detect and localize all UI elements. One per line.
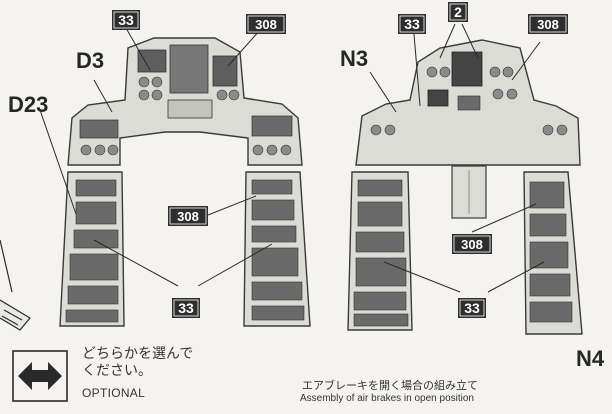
optional-text-jp: どちらかを選んで ください。: [82, 346, 193, 380]
d3-instrument-panel: [67, 37, 303, 166]
callout-308-middle-right: 308: [452, 234, 492, 254]
svg-text:308: 308: [461, 237, 483, 252]
n3-center-pedestal: [451, 165, 487, 219]
svg-text:308: 308: [177, 209, 199, 224]
leader-lines: [39, 23, 545, 293]
d23-right-console: [243, 171, 311, 327]
svg-text:33: 33: [118, 12, 134, 28]
airbrake-title-jp: エアブレーキを開く場合の組み立て: [302, 379, 478, 392]
svg-text:308: 308: [255, 17, 277, 32]
airbrake-title-en: Assembly of air brakes in open position: [300, 393, 474, 404]
d3-label: D3: [76, 48, 104, 73]
callout-33-bottom-left: 33: [172, 298, 200, 318]
optional-text-jp-line1: どちらかを選んで: [82, 346, 194, 362]
n3-instrument-panel: [355, 39, 581, 166]
optional-text-jp-line2: ください。: [82, 363, 152, 379]
svg-text:308: 308: [537, 17, 559, 32]
callout-308-top-left: 308: [246, 14, 286, 34]
n4-label: N4: [576, 346, 605, 371]
optional-double-arrow-icon: [12, 350, 68, 402]
d23-label: D23: [8, 92, 48, 117]
callout-33-top-left: 33: [112, 10, 140, 30]
svg-text:33: 33: [178, 300, 194, 316]
svg-text:2: 2: [454, 4, 462, 20]
svg-text:33: 33: [464, 300, 480, 316]
callout-33-top-right: 33: [398, 14, 426, 34]
optional-text-en: OPTIONAL: [82, 386, 146, 400]
svg-text:33: 33: [404, 16, 420, 32]
d23-left-console: [59, 171, 125, 327]
callout-2-top-right: 2: [448, 2, 468, 22]
n4-left-console: [347, 171, 413, 331]
callout-308-top-right: 308: [528, 14, 568, 34]
n4-right-console: [523, 171, 583, 335]
n3-label: N3: [340, 46, 368, 71]
callout-33-bottom-right: 33: [458, 298, 486, 318]
partial-arrow-left-edge: [0, 239, 31, 331]
callout-308-middle-left: 308: [168, 206, 208, 226]
